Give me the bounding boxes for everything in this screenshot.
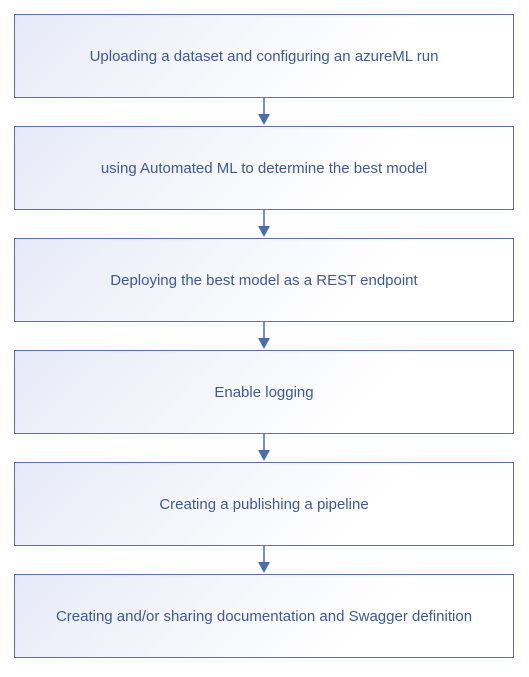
step-publish-pipeline: Creating a publishing a pipeline xyxy=(14,462,514,546)
arrow-down-icon xyxy=(258,434,270,461)
step-deploy-model: Deploying the best model as a REST endpo… xyxy=(14,238,514,322)
step-documentation: Creating and/or sharing documentation an… xyxy=(14,574,514,658)
step-label: Uploading a dataset and configuring an a… xyxy=(89,47,439,65)
arrow-down-icon xyxy=(258,98,270,125)
arrow-down-icon xyxy=(258,322,270,349)
step-automated-ml: using Automated ML to determine the best… xyxy=(14,126,514,210)
step-label: Deploying the best model as a REST endpo… xyxy=(110,271,418,289)
step-label: Enable logging xyxy=(214,383,314,401)
arrow-down-icon xyxy=(258,210,270,237)
arrow-down-icon xyxy=(258,546,270,573)
step-upload-dataset: Uploading a dataset and configuring an a… xyxy=(14,14,514,98)
step-label: Creating and/or sharing documentation an… xyxy=(55,607,473,625)
step-label: Creating a publishing a pipeline xyxy=(159,495,369,513)
step-enable-logging: Enable logging xyxy=(14,350,514,434)
step-label: using Automated ML to determine the best… xyxy=(100,159,428,177)
